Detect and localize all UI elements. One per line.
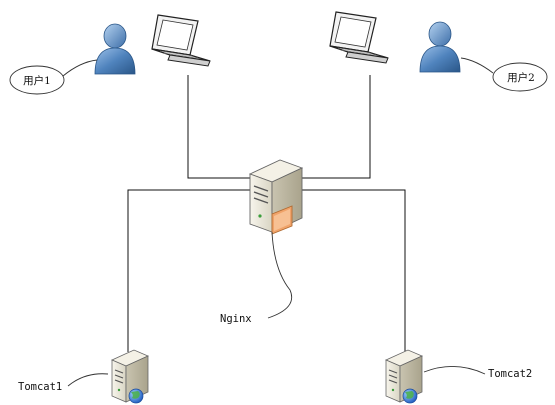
tomcat2-globe-icon (402, 388, 418, 404)
nginx-server-icon (248, 159, 304, 235)
user2-node: 用户2 (329, 11, 548, 92)
link-user1-nginx (187, 75, 252, 179)
user2-person-icon (419, 21, 461, 73)
nginx-label: Nginx (220, 313, 252, 325)
link-user2-nginx (300, 75, 371, 179)
user2-label-connector (460, 57, 494, 74)
tomcat2-label-connector (423, 366, 486, 375)
user2-laptop-icon (329, 11, 389, 64)
link-nginx-tomcat1 (127, 189, 252, 352)
tomcat1-node: Tomcat1 (18, 349, 149, 404)
user2-label: 用户2 (507, 71, 535, 84)
user1-label: 用户1 (23, 74, 51, 87)
tomcat2-node: Tomcat2 (385, 349, 532, 404)
nginx-node: Nginx (220, 159, 304, 325)
user1-label-connector (62, 59, 98, 77)
link-nginx-tomcat2 (300, 189, 406, 352)
tomcat1-label: Tomcat1 (18, 381, 62, 393)
tomcat1-globe-icon (128, 388, 144, 404)
user1-node: 用户1 (9, 14, 211, 95)
user1-person-icon (94, 23, 136, 75)
user1-label-bubble (9, 65, 65, 95)
tomcat1-label-connector (67, 373, 109, 387)
user2-label-bubble (492, 62, 548, 92)
user1-laptop-icon (151, 14, 211, 67)
tomcat2-label: Tomcat2 (488, 368, 532, 380)
nginx-label-connector (267, 231, 293, 319)
connection-lines (127, 75, 406, 352)
